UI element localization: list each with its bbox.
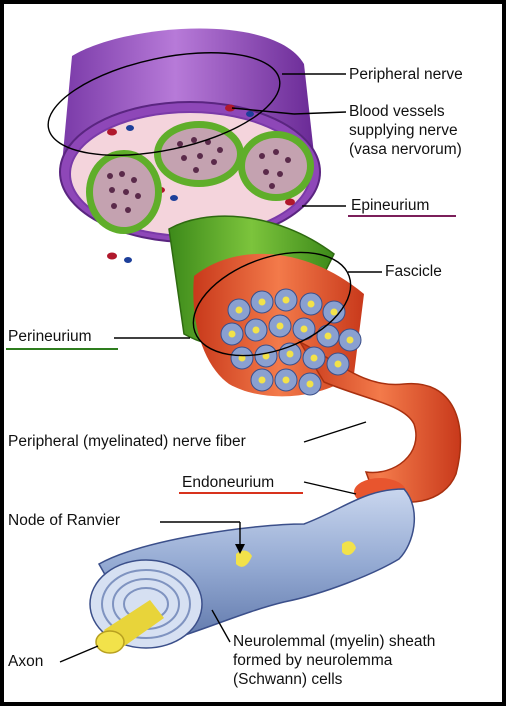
label-axon: Axon	[8, 653, 44, 670]
label-perineurium: Perineurium	[8, 328, 92, 345]
nerve-illustration	[47, 28, 462, 663]
diagram-frame: Peripheral nerve Blood vessels supplying…	[4, 4, 502, 702]
cross-section-fascicles	[86, 121, 314, 234]
leader-lines	[47, 52, 382, 663]
label-node-of-ranvier: Node of Ranvier	[8, 512, 121, 529]
epineurium-underline	[348, 215, 456, 217]
label-fascicle: Fascicle	[385, 263, 442, 280]
label-epineurium: Epineurium	[351, 197, 430, 214]
axon-cylinder	[95, 600, 164, 654]
label-blood-vessels: Blood vessels supplying nerve (vasa nerv…	[349, 103, 462, 158]
blood-vessels	[107, 104, 295, 263]
label-myelin-sheath: Neurolemmal (myelin) sheath formed by ne…	[233, 633, 436, 688]
label-peripheral-nerve: Peripheral nerve	[349, 66, 463, 83]
perineurium-underline	[6, 348, 118, 350]
label-nerve-fiber: Peripheral (myelinated) nerve fiber	[8, 433, 246, 450]
fascicle-bundle	[193, 253, 462, 506]
endoneurium-underline	[179, 492, 303, 494]
node-pointer-arrow	[235, 544, 245, 554]
label-endoneurium: Endoneurium	[182, 474, 275, 491]
nerve-fiber-ends	[220, 288, 362, 396]
